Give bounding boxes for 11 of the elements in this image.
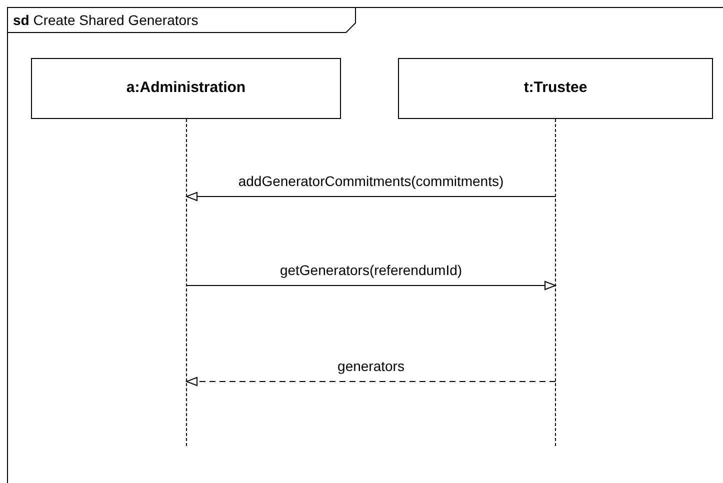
participant-box [398,58,713,119]
participant-name: t:Trustee [524,78,588,98]
participant-box [31,58,341,119]
message-arrow [186,192,556,201]
lifeline [555,119,556,446]
frame-title: sd Create Shared Generators [13,11,198,29]
return-message-arrow [186,377,556,386]
message-arrow [186,281,556,290]
participant-name: a:Administration [126,78,246,98]
sequence-frame [7,7,723,483]
lifeline [186,119,187,446]
